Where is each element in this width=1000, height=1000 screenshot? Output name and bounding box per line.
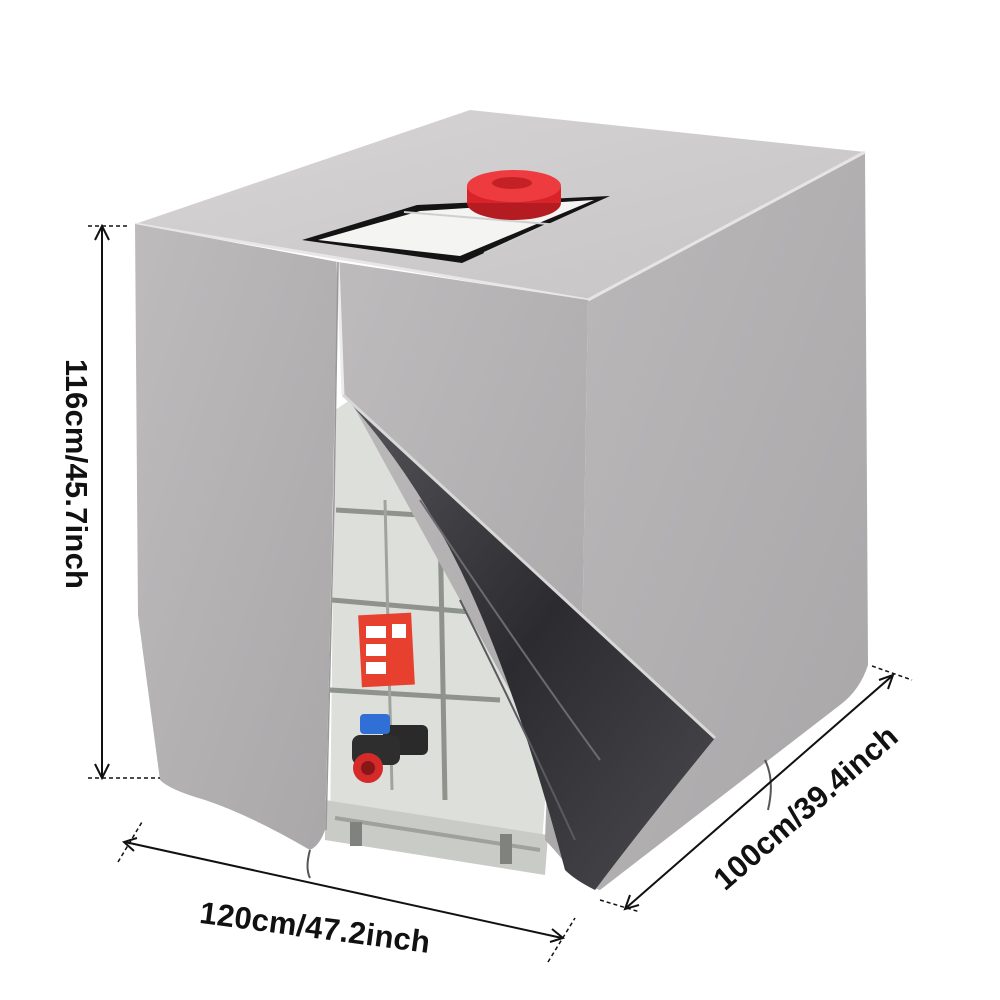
width-dimension-line: [117, 821, 576, 963]
cover-front-left-panel: [135, 224, 338, 850]
pallet-base: [325, 800, 548, 875]
depth-dimension-line: [599, 665, 913, 913]
ibc-tank-inner: [325, 400, 548, 875]
height-dimension-label: 116cm/45.7inch: [59, 358, 94, 590]
height-dimension-line: [88, 223, 160, 781]
valve-icon: [352, 714, 428, 783]
red-cap-icon: [467, 170, 561, 220]
cover-open-flap: [343, 395, 715, 890]
